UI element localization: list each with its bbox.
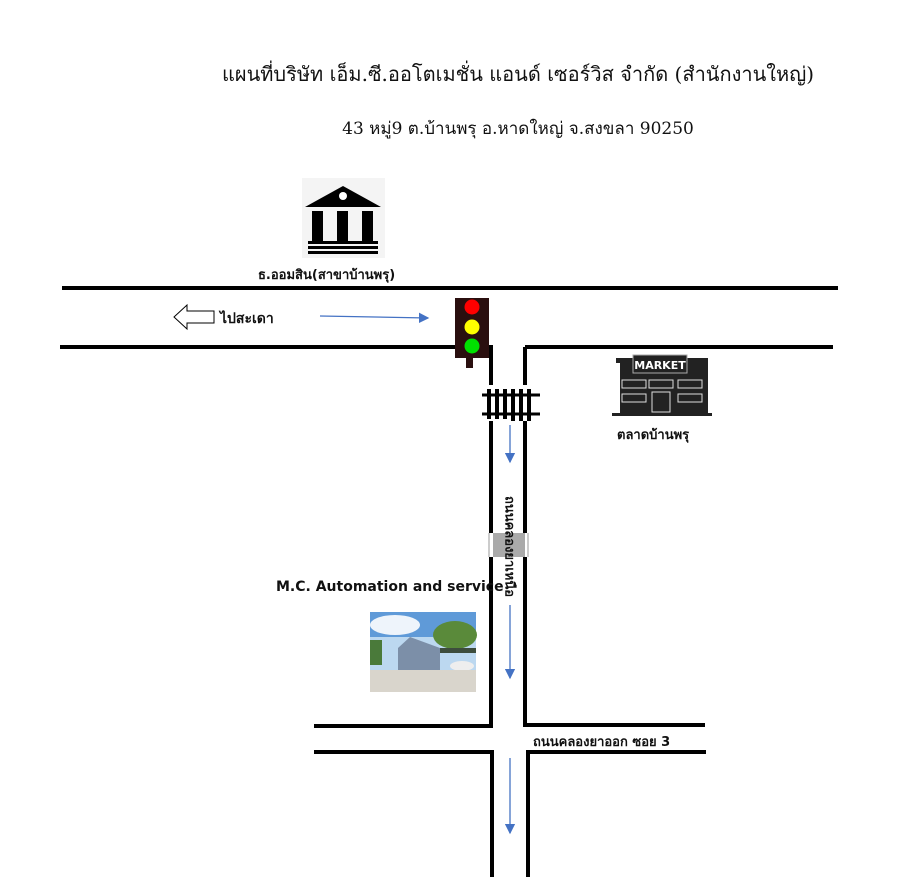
arrow-left-icon [173,303,215,331]
cross-road-label: ถนนคลองยาออก ซอย 3 [533,735,671,750]
direction-label: ไปสะเดา [220,311,274,327]
bank-label: ธ.ออมสิน(สาขาบ้านพรุ) [258,268,396,283]
market-label: ตลาดบ้านพรุ [617,428,690,443]
address: 43 หมู่9 ต.บ้านพรุ อ.หาดใหญ่ จ.สงขลา 902… [342,119,694,139]
vertical-road-label: ถนนคลองยาเหนือ [501,495,517,598]
market-icon: MARKET [612,354,712,416]
market-sign: MARKET [634,359,686,372]
road-lines [60,286,838,877]
company-label: M.C. Automation and service [276,579,504,595]
traffic-light-icon [455,298,489,368]
map-title: แผนที่บริษัท เอ็ม.ซี.ออโตเมชั่น แอนด์ เซ… [221,62,815,86]
railway-crossing-icon [482,385,540,421]
company-photo [370,612,477,692]
bank-icon [302,178,385,258]
direction-arrows [319,312,516,835]
